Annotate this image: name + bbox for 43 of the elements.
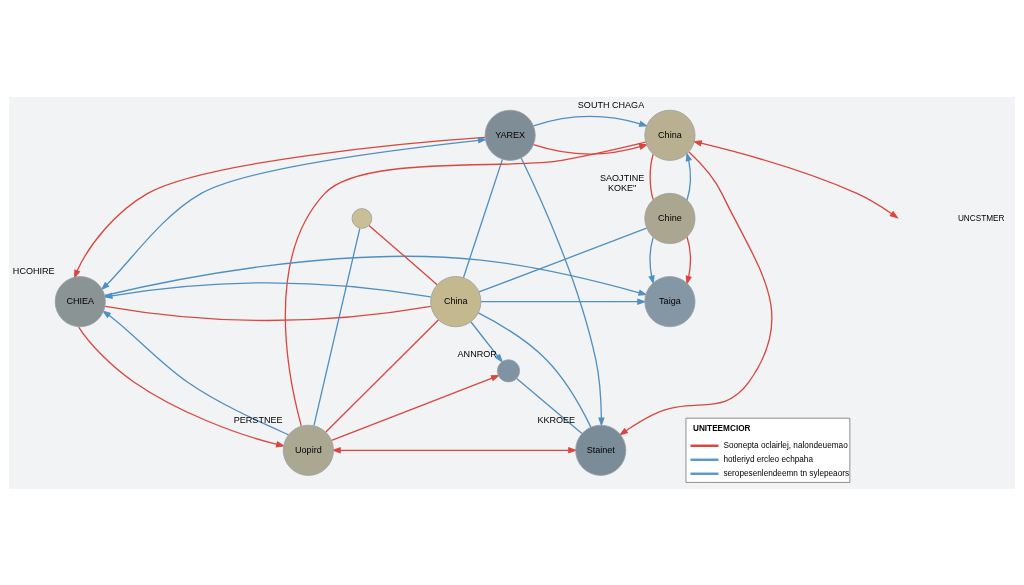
arrow	[331, 446, 578, 454]
node-circle: Uopird	[282, 424, 334, 476]
legend-label: hotleriyd ercleo echpaha	[723, 454, 813, 464]
node-label: KOKE"	[607, 182, 637, 193]
connector	[462, 158, 504, 278]
connector	[477, 311, 592, 427]
connector	[649, 153, 654, 200]
arrow	[618, 150, 773, 436]
connector	[368, 224, 438, 285]
arrow	[648, 236, 655, 285]
connector	[516, 377, 583, 434]
node-circle: Chine	[644, 192, 696, 244]
node-circle: YAREX	[484, 109, 536, 161]
node-circle: CHIEA	[54, 275, 106, 327]
legend-label: seropesenlendeemn tn sylepeaors	[723, 468, 850, 478]
node-label: SAOJTINE	[600, 172, 645, 183]
arrow	[103, 281, 432, 299]
arrow	[532, 115, 649, 127]
node-label: ANNROR	[457, 348, 497, 359]
arrow	[520, 156, 605, 427]
arrow	[480, 297, 647, 305]
arrow	[532, 143, 649, 155]
arrow	[101, 309, 290, 435]
connector	[325, 318, 439, 433]
node-circle	[496, 358, 521, 382]
arrow	[78, 325, 286, 447]
node-label: SOUTH CHAGA	[577, 99, 645, 110]
arrow	[685, 151, 692, 201]
label: UNITEEMCIOR	[692, 423, 751, 433]
arrow	[104, 255, 648, 296]
connector	[284, 141, 647, 427]
connector	[104, 305, 432, 321]
connector	[313, 227, 361, 426]
node-circle	[351, 207, 373, 229]
label: UNCSTMER	[957, 213, 1005, 223]
legend-label: Soonepta oclairlej, nalondeuemao	[723, 440, 848, 450]
arrow	[330, 374, 501, 441]
arrow	[692, 139, 899, 219]
arrow	[470, 320, 504, 363]
node-label: HCOHIRE	[12, 265, 55, 276]
arrow	[685, 235, 692, 285]
connector	[478, 227, 648, 293]
node-circle: China	[430, 275, 482, 327]
